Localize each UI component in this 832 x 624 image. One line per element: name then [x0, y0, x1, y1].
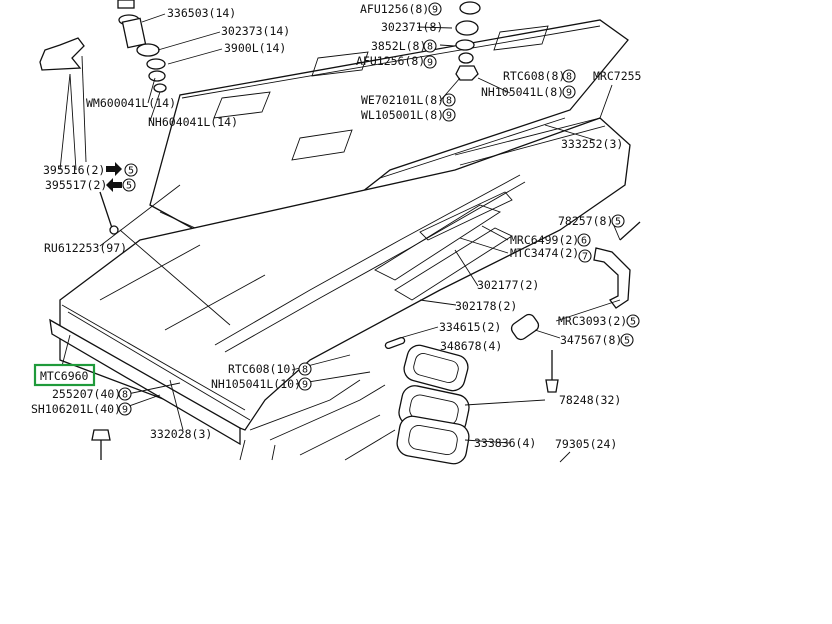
callout-MRC3093: 5	[626, 314, 640, 328]
label-WM600041L: WM600041L(14)	[86, 96, 176, 110]
label-RTC608-lower: RTC608(10)	[228, 362, 297, 376]
callout-395516: 5	[124, 163, 138, 177]
label-347567: 347567(8)	[560, 333, 622, 347]
label-302371: 302371(8)	[381, 20, 443, 34]
part-labels: 336503(14) 302373(14) 3900L(14) WM600041…	[31, 2, 641, 451]
label-302178: 302178(2)	[455, 299, 517, 313]
svg-text:5: 5	[615, 217, 621, 228]
label-333252: 333252(3)	[561, 137, 623, 151]
label-MRC6499: MRC6499(2)	[510, 233, 579, 247]
svg-text:9: 9	[427, 58, 433, 69]
label-78248: 78248(32)	[559, 393, 621, 407]
label-302177: 302177(2)	[477, 278, 539, 292]
label-334615: 334615(2)	[439, 320, 501, 334]
label-AFU1256-top: AFU1256(8)	[360, 2, 429, 16]
label-WL105001L: WL105001L(8)	[361, 108, 444, 122]
label-302373: 302373(14)	[221, 24, 290, 38]
svg-text:9: 9	[432, 5, 438, 16]
label-MRC3093: MRC3093(2)	[558, 314, 627, 328]
label-RU612253: RU612253(97)	[44, 241, 127, 255]
label-NH604041L: NH604041L(14)	[148, 115, 238, 129]
label-NH105041L-lower: NH105041L(10)	[211, 377, 301, 391]
svg-text:9: 9	[566, 88, 572, 99]
label-WE702101L: WE702101L(8)	[361, 93, 444, 107]
callout-circles: 9 8 9 8 9 8 9 5 5 5 6 7 5 5 8 9 8 9	[118, 2, 640, 416]
callout-RTC608-lower: 8	[298, 362, 312, 376]
svg-text:8: 8	[446, 96, 452, 107]
callout-AFU1256: 9	[423, 55, 437, 69]
label-395516: 395516(2)	[43, 163, 105, 177]
label-78257: 78257(8)	[558, 214, 613, 228]
callout-RTC608-top: 8	[562, 69, 576, 83]
callout-WE702101L: 8	[442, 93, 456, 107]
highlight-box	[33, 363, 96, 387]
callout-255207: 8	[118, 387, 132, 401]
label-255207: 255207(40)	[52, 387, 121, 401]
svg-text:8: 8	[427, 42, 433, 53]
callout-395517: 5	[122, 178, 136, 192]
callout-3852L: 8	[423, 39, 437, 53]
callout-NH105041L: 9	[562, 85, 576, 99]
callout-SH106201L: 9	[118, 402, 132, 416]
label-MTC6960: MTC6960	[40, 369, 89, 383]
svg-text:5: 5	[128, 166, 134, 177]
svg-text:9: 9	[302, 380, 308, 391]
svg-text:9: 9	[446, 111, 452, 122]
callout-78257: 5	[611, 214, 625, 228]
svg-text:7: 7	[582, 252, 588, 263]
label-MRC7255: MRC7255	[593, 69, 641, 83]
label-SH106201L: SH106201L(40)	[31, 402, 121, 416]
label-395517: 395517(2)	[45, 178, 107, 192]
label-79305: 79305(24)	[555, 437, 617, 451]
label-336503: 336503(14)	[167, 6, 236, 20]
callout-MTC3474: 7	[578, 249, 592, 263]
svg-text:8: 8	[302, 365, 308, 376]
label-3900L: 3900L(14)	[224, 41, 286, 55]
svg-text:5: 5	[630, 317, 636, 328]
label-MTC3474: MTC3474(2)	[510, 246, 579, 260]
label-348678: 348678(4)	[440, 339, 502, 353]
label-NH105041L: NH105041L(8)	[481, 85, 564, 99]
label-332028: 332028(3)	[150, 427, 212, 441]
hardware	[39, 0, 641, 465]
callout-NH105041L-lower: 9	[298, 377, 312, 391]
callout-347567: 5	[620, 333, 634, 347]
svg-text:8: 8	[566, 72, 572, 83]
roof-drawing	[49, 19, 631, 461]
callout-AFU1256-top: 9	[428, 2, 442, 16]
svg-text:5: 5	[624, 336, 630, 347]
direction-arrows	[106, 162, 122, 192]
highlighted-part[interactable]: MTC6960	[33, 363, 96, 387]
svg-text:5: 5	[126, 181, 132, 192]
label-333836: 333836(4)	[474, 436, 536, 450]
label-RTC608-top: RTC608(8)	[503, 69, 565, 83]
svg-text:6: 6	[581, 236, 587, 247]
callout-MRC6499: 6	[577, 233, 591, 247]
svg-text:8: 8	[122, 390, 128, 401]
label-AFU1256: AFU1256(8)	[356, 54, 425, 68]
svg-text:9: 9	[122, 405, 128, 416]
callout-WL105001L: 9	[442, 108, 456, 122]
label-3852L: 3852L(8)	[371, 39, 426, 53]
